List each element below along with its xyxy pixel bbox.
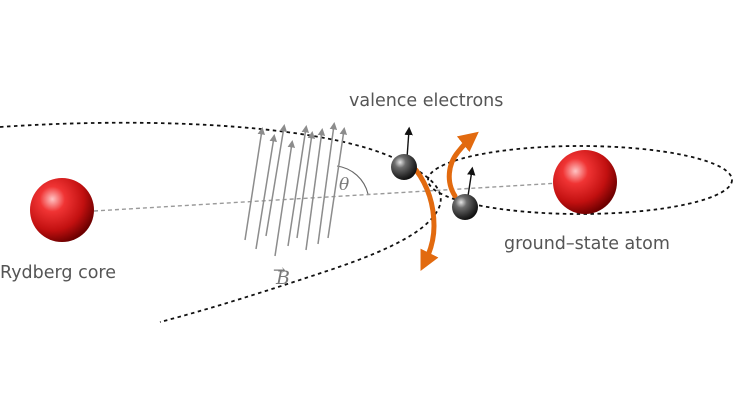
field-line bbox=[274, 140, 296, 257]
field-line bbox=[317, 122, 338, 245]
field-line bbox=[305, 128, 326, 251]
field-line bbox=[296, 131, 316, 239]
field-line bbox=[327, 127, 348, 239]
valence-electrons-label: valence electrons bbox=[349, 91, 503, 111]
ground-state-atom-sphere bbox=[553, 150, 617, 214]
rydberg-core-label: Rydberg core bbox=[0, 263, 116, 283]
electron-spin-arrow-1 bbox=[404, 126, 413, 159]
field-line bbox=[265, 124, 287, 237]
rydberg-core-sphere bbox=[30, 178, 94, 242]
angle-label: θ bbox=[339, 175, 349, 195]
rydberg-orbit bbox=[0, 121, 442, 323]
spin-arrow-right bbox=[446, 131, 479, 199]
magnetic-field-lines bbox=[244, 122, 348, 257]
field-vector-arrow: → bbox=[273, 261, 286, 279]
field-line bbox=[287, 125, 310, 247]
valence-electron-2 bbox=[452, 194, 478, 220]
ground-state-atom-label: ground–state atom bbox=[504, 234, 670, 254]
angle-arc bbox=[336, 165, 369, 195]
valence-electron-1 bbox=[391, 154, 417, 180]
spin-arrow-left bbox=[413, 167, 439, 271]
field-line bbox=[255, 134, 277, 250]
field-label: B bbox=[275, 267, 290, 289]
ground-state-orbit bbox=[427, 145, 733, 215]
field-line bbox=[244, 127, 266, 241]
internuclear-axis bbox=[93, 182, 561, 212]
electron-spin-arrow-2 bbox=[467, 166, 476, 197]
